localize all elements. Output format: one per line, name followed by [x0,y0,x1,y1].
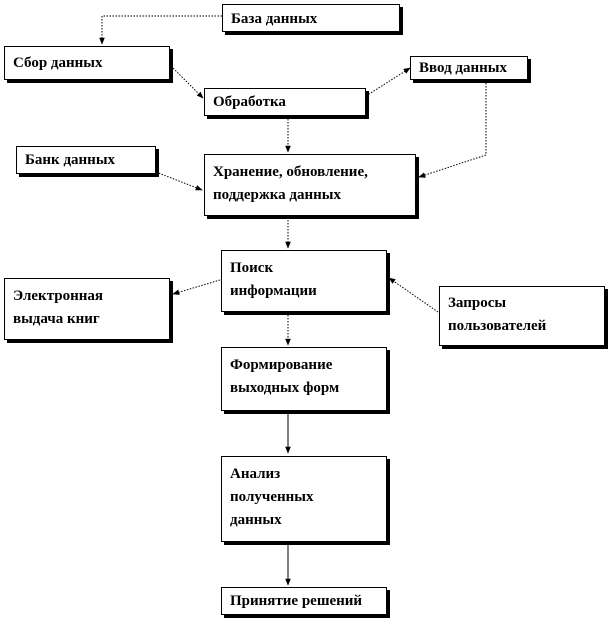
node-data-input: Ввод данных [410,56,528,80]
arrow-bank-to-storage [155,171,203,191]
arrow-requests-to-search [388,277,439,313]
node-analysis: Анализ полученных данных [221,456,387,542]
node-data-bank: Банк данных [16,146,156,174]
node-database: База данных [222,4,400,32]
node-storage: Хранение, обновление, поддержка данных [204,154,416,216]
node-data-collection: Сбор данных [4,46,170,80]
arrow-search-to-issue [172,279,221,295]
node-electronic-issue: Электронная выдача книг [4,278,170,340]
node-processing: Обработка [204,88,366,116]
node-decision-making: Принятие решений [221,587,387,615]
arrow-processing-to-input [365,67,411,97]
arrow-database-to-collection [99,15,222,45]
node-search: Поиск информации [221,250,387,312]
arrow-collection-to-processing [170,65,204,99]
node-user-requests: Запросы пользователей [439,286,605,346]
arrow-input-to-storage [418,80,487,178]
node-output-forms: Формирование выходных форм [221,347,387,411]
